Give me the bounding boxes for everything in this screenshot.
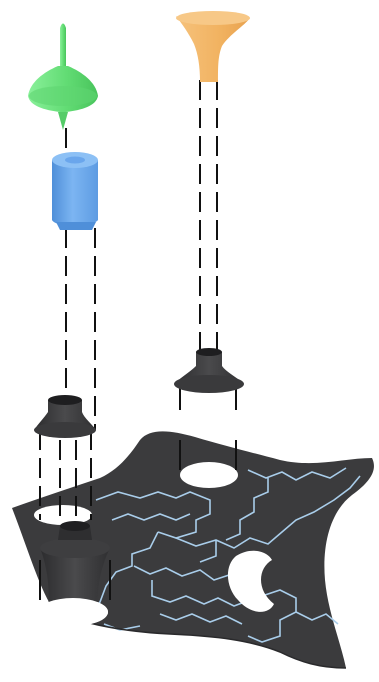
- orange-trumpet-part: [176, 11, 250, 82]
- sheet-hole-upper: [180, 462, 238, 488]
- adapter-right: [174, 348, 244, 393]
- adapter-middle: [34, 395, 96, 438]
- blue-cylinder-part: [52, 152, 98, 230]
- green-spindle-part: [28, 24, 98, 131]
